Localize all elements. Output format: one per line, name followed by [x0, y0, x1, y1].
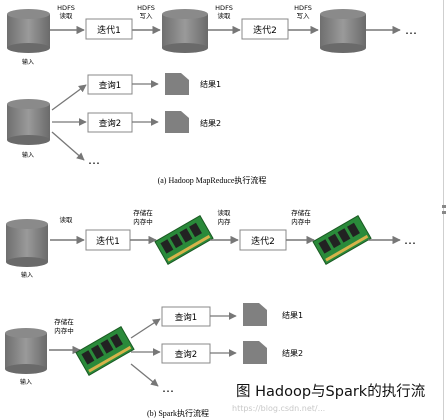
- spark-read2-label-1: 读取: [218, 208, 232, 217]
- hadoop-read-label-2: 读取: [60, 11, 74, 20]
- hadoop-hdfs-db-2-icon: [320, 9, 366, 53]
- spark-caption: (b) Spark执行流程: [147, 408, 209, 418]
- spark-query1-label: 查询1: [175, 312, 197, 323]
- spark-memory-module-1-icon: [154, 215, 214, 265]
- spark-iter1-label: 迭代1: [96, 235, 120, 247]
- figure-title: 图 Hadoop与Spark的执行流: [236, 383, 425, 400]
- spark-iter2-label: 迭代2: [251, 235, 275, 247]
- hadoop-result1-label: 结果1: [200, 79, 221, 89]
- hadoop-write-label-2: 写入: [140, 12, 154, 20]
- spark-row2-store-label-2: 内存中: [54, 326, 74, 335]
- hadoop-row2-input-label: 输入: [22, 151, 34, 159]
- spark-store1-label-2: 内存中: [133, 217, 153, 226]
- resize-grip-bottom[interactable]: [442, 211, 446, 214]
- watermark: https://blog.csdn.net/...: [232, 404, 325, 413]
- hadoop-write-label-1: HDFS: [137, 4, 155, 12]
- spark-result1-doc-icon: [243, 303, 267, 326]
- hadoop-iter1-box: [85, 18, 133, 40]
- hadoop-write2-label-1: HDFS: [294, 4, 312, 12]
- spark-read-label: 读取: [60, 215, 74, 224]
- hadoop-query1-label: 查询1: [99, 80, 121, 91]
- hadoop-input-label: 输入: [22, 58, 34, 66]
- spark-store2-label-1: 存储在: [291, 208, 311, 217]
- hadoop-hdfs-db-icon: [162, 9, 208, 53]
- hadoop-read2-label-1: HDFS: [215, 4, 233, 12]
- hadoop-result2-doc-icon: [165, 111, 189, 133]
- spark-input-db-icon: [6, 219, 48, 267]
- spark-memory-module-2-icon: [312, 215, 372, 265]
- spark-row2-input-label: 输入: [20, 378, 32, 386]
- spark-result2-label: 结果2: [282, 348, 303, 358]
- hadoop-caption: (a) Hadoop MapReduce执行流程: [158, 175, 267, 185]
- page-right-edge: [443, 0, 444, 420]
- resize-grip-top[interactable]: [442, 205, 446, 208]
- hadoop-result2-label: 结果2: [200, 118, 221, 128]
- spark-read2-label-2: 内存: [218, 217, 232, 226]
- spark-result2-doc-icon: [243, 341, 267, 364]
- hadoop-row1-ellipsis: …: [405, 23, 417, 37]
- spark-row2-ellipsis: …: [162, 381, 174, 395]
- hadoop-iter1-label: 迭代1: [97, 24, 121, 36]
- spark-result1-label: 结果1: [282, 310, 303, 320]
- spark-row1-ellipsis: …: [404, 233, 416, 247]
- spark-memory-module-3-icon: [75, 326, 135, 376]
- hadoop-result1-doc-icon: [165, 73, 189, 95]
- hadoop-row2-ellipsis: …: [88, 153, 100, 167]
- spark-input-label: 输入: [21, 271, 33, 279]
- hadoop-query2-label: 查询2: [99, 118, 121, 129]
- hadoop-read2-label-2: 读取: [218, 11, 232, 20]
- hadoop-iter2-label: 迭代2: [253, 24, 277, 36]
- spark-query2-label: 查询2: [175, 349, 197, 360]
- spark-store1-label-1: 存储在: [133, 208, 153, 217]
- hadoop-iter2-box: [241, 18, 289, 40]
- hadoop-input-db-icon: [7, 9, 50, 53]
- spark-query-db-icon: [5, 328, 47, 374]
- hadoop-read-label-1: HDFS: [57, 4, 75, 12]
- hadoop-query-db-icon: [7, 99, 50, 145]
- spark-row2-store-label-1: 存储在: [54, 317, 74, 326]
- hadoop-write2-label-2: 写入: [297, 12, 311, 20]
- spark-store2-label-2: 内存中: [291, 217, 311, 226]
